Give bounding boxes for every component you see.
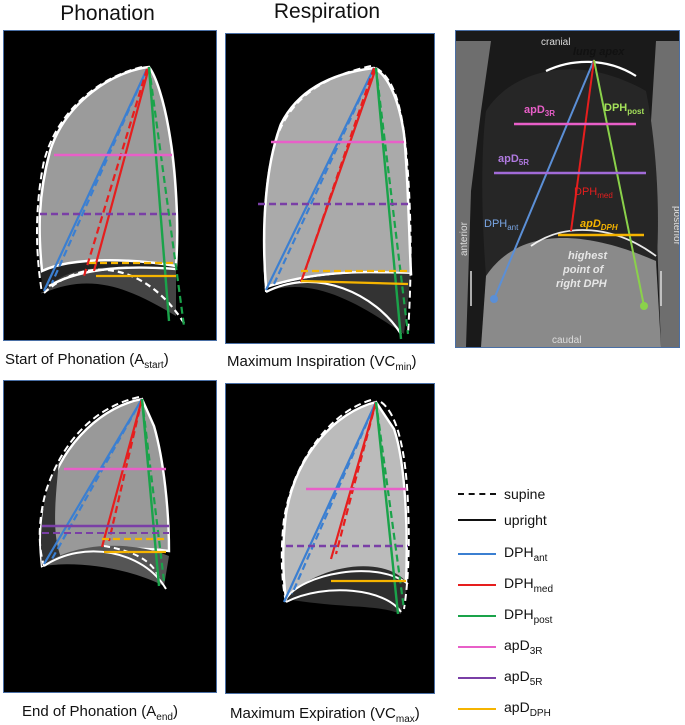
legend-swatch [458,584,496,586]
legend-supine: supine [458,484,545,504]
mri-anterior-label: anterior [459,221,470,256]
mri-highest-label-2: point of [562,264,605,276]
mri-apd3r-label: apD3R [524,104,555,118]
caption-max-expiration: Maximum Expiration (VCmax) [230,705,420,725]
legend-item-dph-post: DPHpost [458,606,552,626]
mri-cranial-label: cranial [541,37,570,48]
panel-start-phonation [3,30,217,341]
panel-max-inspiration [225,33,435,344]
mri-apddph-label: apDDPH [580,218,618,232]
caption-end-phonation: End of Phonation (Aend) [22,703,178,723]
header-respiration: Respiration [273,0,381,23]
legend-item-label: DPHpost [504,606,553,626]
mri-apd5r-label: apD5R [498,153,529,167]
legend-upright-label: upright [504,512,547,528]
mri-dphmed-label: DPHmed [574,186,613,200]
legend-item-label: apD5R [504,668,543,688]
header-phonation: Phonation [60,2,155,25]
mri-image: cranial lung apex caudal anterior poster… [455,30,680,348]
panel-max-expiration [225,383,435,694]
legend-dashed-line [458,493,496,495]
mri-highest-label-3: right DPH [556,278,608,290]
legend-swatch [458,553,496,555]
mri-dphant-label: DPHant [484,218,519,232]
panel-end-phonation [3,380,217,693]
caption-max-inspiration: Maximum Inspiration (VCmin) [227,353,417,373]
legend-item-apd-dph: apDDPH [458,699,551,719]
mri-lung-apex-label: lung apex [573,46,625,58]
mri-caudal-label: caudal [552,335,581,346]
legend-swatch [458,646,496,648]
legend-item-apd-3r: apD3R [458,637,542,657]
legend-item-apd-5r: apD5R [458,668,542,688]
legend-item-dph-ant: DPHant [458,544,547,564]
legend-swatch [458,615,496,617]
mri-dphpost-label: DPHpost [604,102,644,116]
caption-start-phonation: Start of Phonation (Astart) [5,351,169,371]
mri-highest-label-1: highest [568,250,608,262]
legend-supine-label: supine [504,486,546,502]
legend-item-label: DPHmed [504,575,554,595]
legend-item-label: apD3R [504,637,543,657]
legend-swatch [458,708,496,710]
legend-item-dph-med: DPHmed [458,575,553,595]
legend-item-label: apDDPH [504,699,551,719]
legend-item-label: DPHant [504,544,548,564]
legend-swatch [458,677,496,679]
legend-solid-line [458,519,496,521]
mri-posterior-label: posterior [671,206,679,246]
legend-upright: upright [458,510,547,530]
